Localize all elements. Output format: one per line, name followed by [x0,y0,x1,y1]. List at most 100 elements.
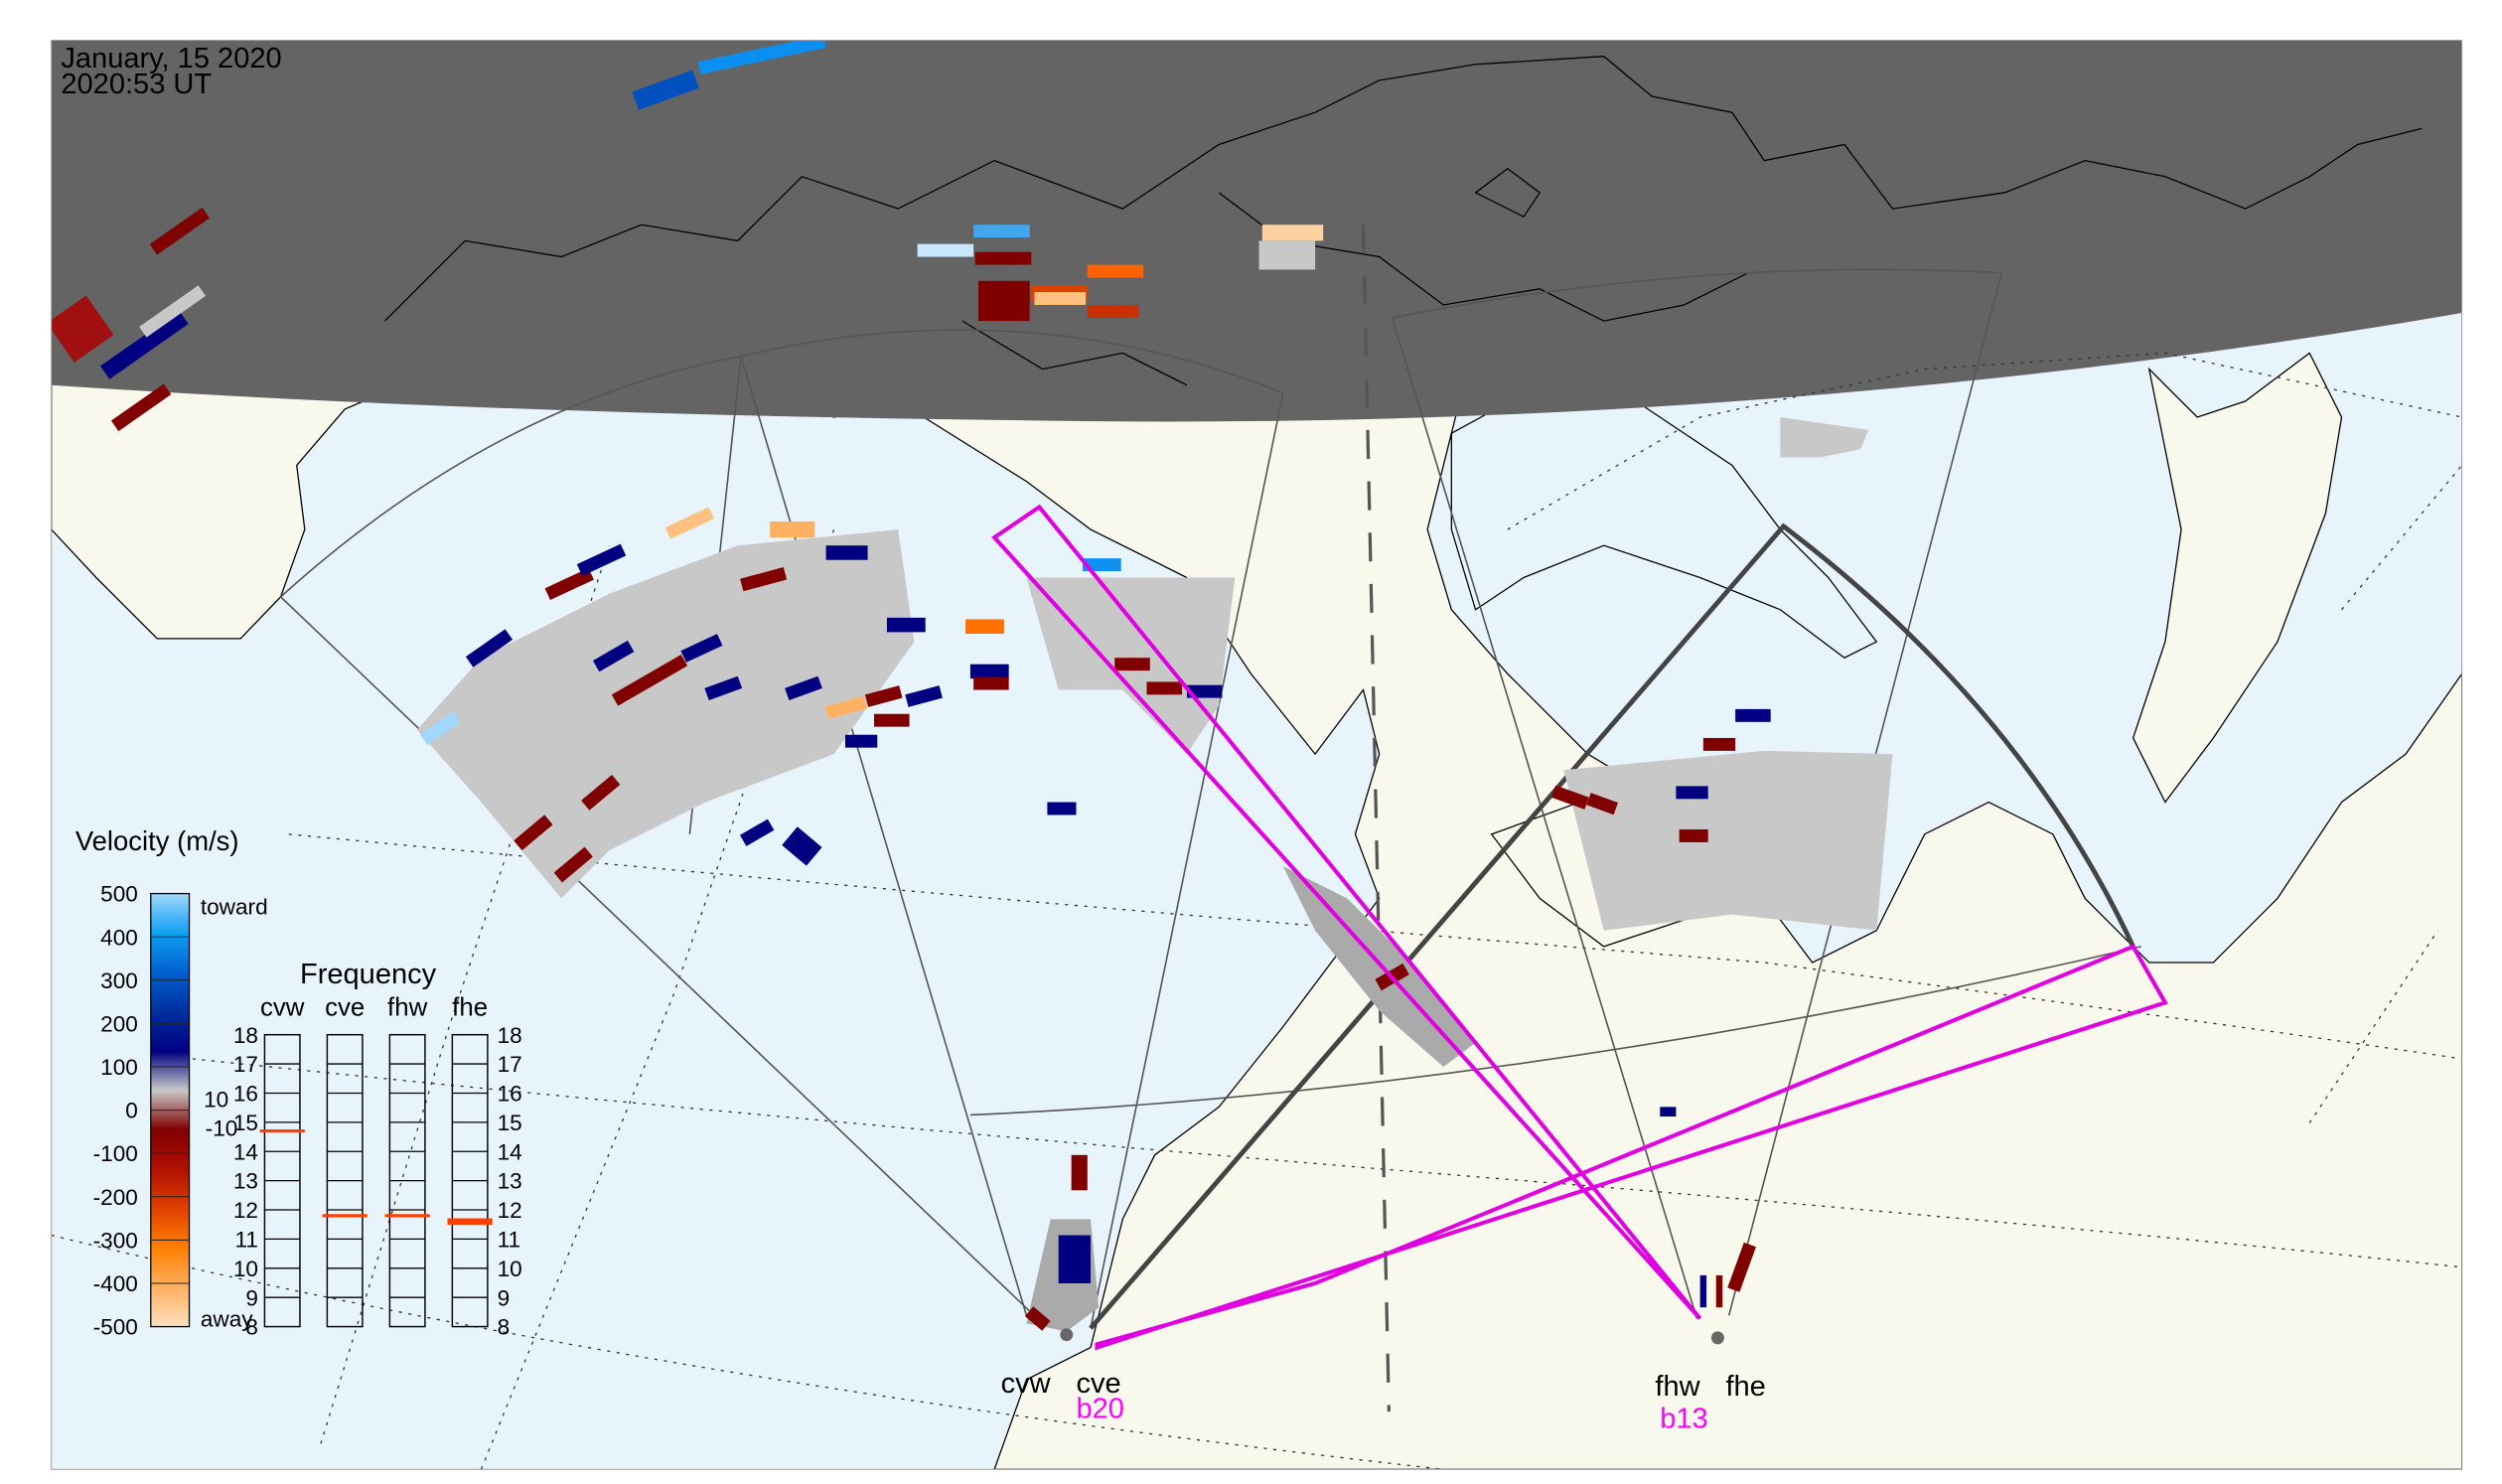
fov-cve [739,329,1284,1329]
velocity-tick-label: 300 [100,968,138,993]
beam-label-b13: b13 [1660,1403,1707,1434]
velocity-cell [1024,1306,1051,1331]
time-label: 2020:53 UT [61,69,212,100]
fov-cvw [279,355,1044,1324]
frequency-title: Frequency [300,959,437,990]
radar-site-cv [1060,1328,1074,1342]
frequency-tick-left: 13 [233,1169,258,1194]
velocity-tick-label: -400 [93,1271,138,1296]
ground-scatter-region [416,529,915,899]
hudson-bay [1450,384,1878,659]
dateline [1361,224,1391,1412]
ground-scatter-region [1563,750,1893,931]
velocity-cell [1261,224,1324,241]
velocity-legend: Velocity (m/s) 5004003002001000-100-200-… [75,825,268,1340]
frequency-tick-left: 17 [233,1052,258,1077]
beam-label-b20: b20 [1076,1394,1123,1425]
velocity-cell [581,774,621,811]
velocity-cell [139,285,207,338]
velocity-cell [1660,1107,1677,1117]
velocity-cell [874,713,910,727]
radar-label-fhe: fhe [1725,1371,1765,1403]
velocity-cell [697,40,826,74]
velocity-cell [51,295,114,363]
velocity-cell [977,280,1030,322]
radar-fovs [279,268,2141,1329]
velocity-cell [1146,681,1183,695]
velocity-cell [704,675,743,701]
velocity-cell [611,655,688,706]
velocity-cell [1679,829,1708,842]
velocity-cell [973,224,1030,238]
velocity-cell [1114,658,1150,671]
frequency-tick-right: 16 [498,1082,522,1107]
fov-fhw [1391,268,2003,1319]
velocity-cell [844,734,878,748]
radar-label-cve: cve [1076,1368,1120,1400]
frequency-column-label: fhe [452,993,488,1021]
velocity-cell [514,815,553,851]
velocity-cell [825,545,868,560]
velocity-cell [110,383,172,432]
velocity-cell [740,567,788,592]
frequency-tick-left: 16 [233,1082,258,1107]
velocity-cell [886,617,926,633]
frequency-tick-left: 15 [233,1111,258,1135]
frequency-tick-left: 10 [233,1257,258,1281]
velocity-cell [1735,708,1771,722]
radar-site-fh [1710,1331,1724,1345]
velocity-tick-label: 500 [100,882,138,907]
velocity-cell [680,634,723,663]
frequency-tick-right: 18 [498,1023,522,1048]
velocity-cell [664,507,715,539]
velocity-cell [1071,1154,1088,1191]
velocity-cell [1047,802,1077,816]
frequency-tick-right: 10 [498,1257,522,1281]
velocity-cell [785,675,822,701]
velocity-cell [974,251,1032,265]
velocity-cell [782,826,822,866]
velocity-cell [1186,684,1223,698]
velocity-cell [553,846,593,883]
frequency-tick-right: 14 [498,1139,522,1164]
velocity-cell [770,520,815,538]
velocity-cell [973,676,1009,690]
velocity-cell [632,70,699,110]
velocity-tick-label: -200 [93,1185,138,1210]
velocity-cell [905,685,943,707]
velocity-tick-label: -300 [93,1228,138,1253]
frequency-tick-right: 8 [498,1315,511,1340]
frequency-tick-left: 14 [233,1139,258,1164]
beam-b20 [991,504,1702,1320]
velocity-legend-title: Velocity (m/s) [75,825,239,856]
frequency-tick-left: 12 [233,1198,258,1223]
velocity-tick-label: 200 [100,1011,138,1036]
frequency-tick-left: 9 [245,1285,258,1310]
velocity-cell [1676,786,1708,800]
velocity-cell [1034,292,1087,305]
velocity-cell [965,619,1004,635]
velocity-cell [824,695,867,719]
velocity-cell [420,711,461,746]
frequency-tick-right: 11 [498,1227,520,1252]
velocity-cell [465,629,514,668]
lat-label-minus10: -10 [206,1115,238,1140]
velocity-cell [1258,240,1316,270]
night-terminator [51,40,2462,422]
velocity-cell [917,243,974,257]
velocity-cell [1058,1235,1092,1283]
frequency-tick-right: 12 [498,1198,522,1223]
fov-range-ring [969,946,2141,1116]
highlighted-beams [991,504,2168,1351]
velocity-cell [544,567,594,601]
velocity-cell [576,543,627,576]
frequency-tick-right: 13 [498,1169,522,1194]
velocity-cell [1715,1274,1723,1308]
velocity-cell [1699,1274,1707,1308]
velocity-cell [100,310,189,379]
frequency-column-label: fhw [387,993,428,1021]
velocity-cell [1550,785,1589,810]
radar-label-cvw: cvw [1001,1368,1052,1400]
